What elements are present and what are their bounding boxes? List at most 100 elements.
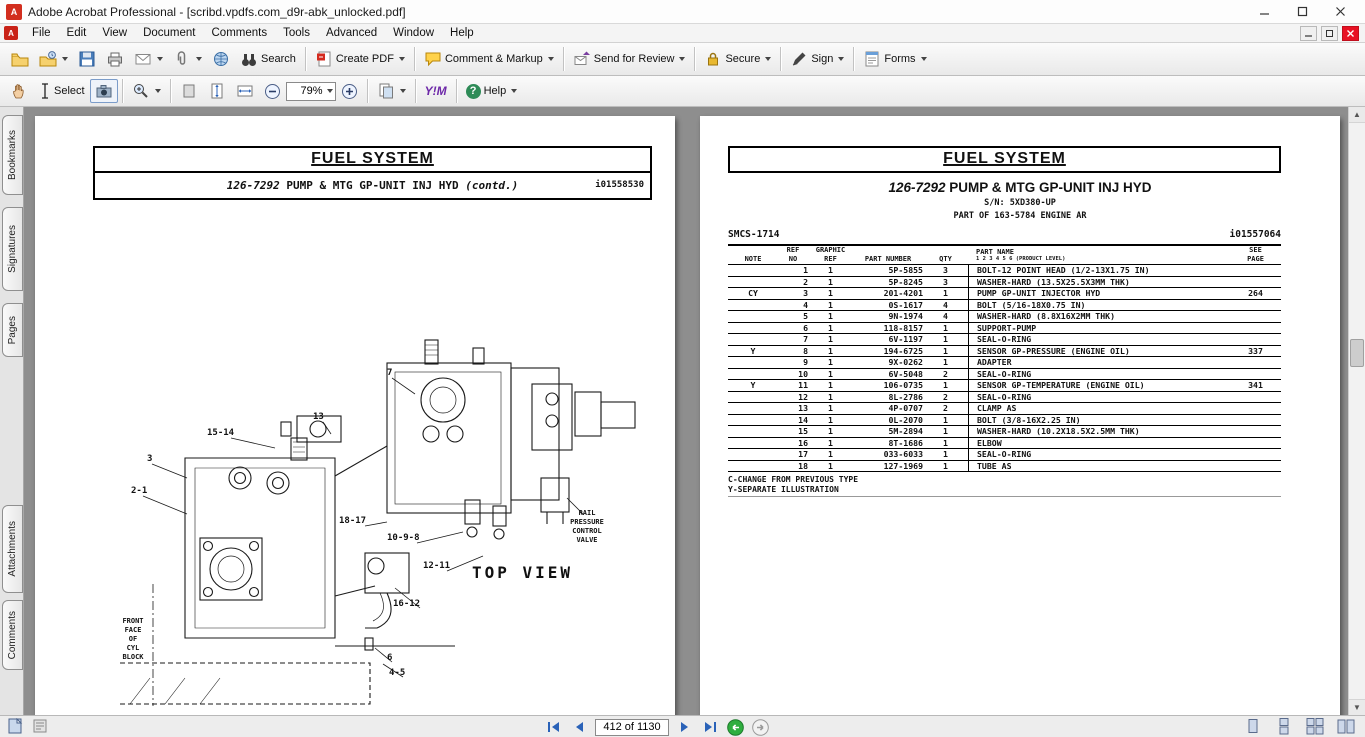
footnote: C-CHANGE FROM PREVIOUS TYPE	[728, 475, 859, 484]
select-tool-button[interactable]: Select	[34, 79, 90, 103]
cell-name: WASHER-HARD (13.5X25.5X3MM THK)	[968, 276, 1230, 287]
sidebar-tab-pages[interactable]: Pages	[2, 303, 23, 357]
doc-close-icon	[1347, 29, 1354, 37]
cell-graphic: 1	[828, 311, 833, 322]
print-button[interactable]	[101, 47, 129, 71]
previous-view-button[interactable]	[726, 718, 744, 736]
scroll-down-icon[interactable]: ▼	[1349, 699, 1365, 715]
toolbar-separator	[853, 47, 855, 71]
minimize-button[interactable]	[1245, 1, 1283, 23]
fit-width-button[interactable]	[231, 79, 259, 103]
menu-comments[interactable]: Comments	[211, 27, 268, 39]
create-pdf-button[interactable]: Create PDF	[310, 47, 410, 71]
continuous-facing-view-button[interactable]	[1306, 718, 1324, 737]
previous-page-button[interactable]	[570, 719, 588, 736]
send-for-review-button[interactable]: Send for Review	[568, 47, 691, 71]
scroll-up-icon[interactable]: ▲	[1349, 107, 1365, 123]
smcs-code: SMCS-1714	[728, 229, 780, 240]
cell-graphic: 1	[828, 265, 833, 276]
save-button[interactable]	[73, 47, 101, 71]
zoom-level-input[interactable]	[288, 84, 325, 98]
cell-name: SEAL-O-RING	[968, 391, 1230, 402]
menu-edit[interactable]: Edit	[66, 27, 87, 39]
doc-minimize-button[interactable]	[1300, 25, 1317, 41]
window-title: Adobe Acrobat Professional - [scribd.vpd…	[28, 4, 406, 19]
zoom-out-button[interactable]	[259, 80, 286, 103]
zoom-tool-button[interactable]	[127, 79, 166, 103]
diagram-label: CONTROL	[572, 527, 602, 535]
cell-part: 0S-1617	[888, 299, 923, 310]
secure-button[interactable]: Secure	[699, 47, 776, 71]
comment-markup-button[interactable]: Comment & Markup	[419, 47, 559, 71]
menu-tools[interactable]: Tools	[283, 27, 310, 39]
cell-ref: 2	[803, 276, 808, 287]
cell-qty: 1	[943, 437, 948, 448]
next-view-button[interactable]	[751, 718, 769, 736]
organizer-button[interactable]	[34, 47, 73, 71]
menu-file[interactable]: File	[32, 27, 51, 39]
hand-tool-button[interactable]	[6, 79, 34, 103]
facing-view-button[interactable]	[1337, 718, 1355, 737]
single-page-view-button[interactable]	[1244, 718, 1262, 737]
page-view-button[interactable]	[8, 717, 23, 737]
menu-help[interactable]: Help	[450, 27, 474, 39]
document-status-button[interactable]	[33, 718, 48, 737]
help-label: Help	[483, 85, 507, 97]
forms-button[interactable]: Forms	[858, 47, 931, 71]
previous-page-icon	[576, 722, 583, 732]
close-button[interactable]	[1321, 1, 1359, 23]
fit-page-button[interactable]	[203, 79, 231, 103]
dropdown-arrow-icon	[547, 57, 554, 61]
next-page-button[interactable]	[676, 719, 694, 736]
lock-icon	[708, 52, 719, 66]
cell-graphic: 1	[828, 299, 833, 310]
attach-file-button[interactable]	[168, 47, 207, 71]
doc-restore-button[interactable]	[1321, 25, 1338, 41]
scrollbar-thumb[interactable]	[1350, 339, 1364, 367]
menu-view[interactable]: View	[102, 27, 128, 39]
zoom-in-button[interactable]	[336, 80, 363, 103]
status-bar	[0, 715, 1365, 737]
help-button[interactable]: ? Help	[461, 81, 523, 102]
cell-ref: 7	[803, 334, 808, 345]
footnote: Y-SEPARATE ILLUSTRATION	[728, 484, 839, 494]
continuous-facing-view-icon	[1306, 718, 1324, 735]
dropdown-arrow-icon	[765, 57, 772, 61]
toolbar-separator	[780, 47, 782, 71]
first-page-button[interactable]	[545, 719, 563, 736]
sidebar-tab-bookmarks[interactable]: Bookmarks	[2, 115, 23, 195]
page-display-button[interactable]	[372, 79, 411, 103]
cell-ref: 12	[798, 391, 808, 402]
menu-document[interactable]: Document	[143, 27, 196, 39]
sidebar-tab-signatures[interactable]: Signatures	[2, 207, 23, 291]
doc-close-button[interactable]	[1342, 25, 1359, 41]
zoom-dropdown-arrow-icon[interactable]	[326, 89, 333, 93]
sidebar-tab-comments[interactable]: Comments	[2, 600, 23, 670]
search-button[interactable]: Search	[235, 47, 301, 71]
cell-graphic: 1	[828, 334, 833, 345]
internet-button[interactable]	[207, 47, 235, 71]
actual-size-button[interactable]	[175, 79, 203, 103]
last-page-button[interactable]	[701, 719, 719, 736]
sidebar-tab-attachments[interactable]: Attachments	[2, 505, 23, 593]
messenger-button[interactable]: Y!M	[420, 81, 452, 101]
sign-button[interactable]: Sign	[785, 47, 849, 71]
page-number-input[interactable]	[595, 718, 669, 736]
menu-advanced[interactable]: Advanced	[325, 27, 378, 39]
email-button[interactable]	[129, 47, 168, 71]
continuous-view-button[interactable]	[1275, 718, 1293, 737]
cell-page: 337	[1248, 345, 1263, 356]
menu-window[interactable]: Window	[393, 27, 435, 39]
cell-graphic: 1	[828, 449, 833, 460]
cell-ref: 4	[803, 299, 808, 310]
toolbar-separator	[304, 47, 306, 71]
maximize-button[interactable]	[1283, 1, 1321, 23]
cell-part: 0L-2070	[888, 414, 923, 425]
cell-ref: 3	[803, 288, 808, 299]
document-menu-icon[interactable]: A	[4, 26, 18, 40]
vertical-scrollbar[interactable]: ▲ ▼	[1348, 107, 1365, 715]
snapshot-tool-button[interactable]	[89, 79, 118, 103]
open-button[interactable]	[6, 47, 34, 71]
